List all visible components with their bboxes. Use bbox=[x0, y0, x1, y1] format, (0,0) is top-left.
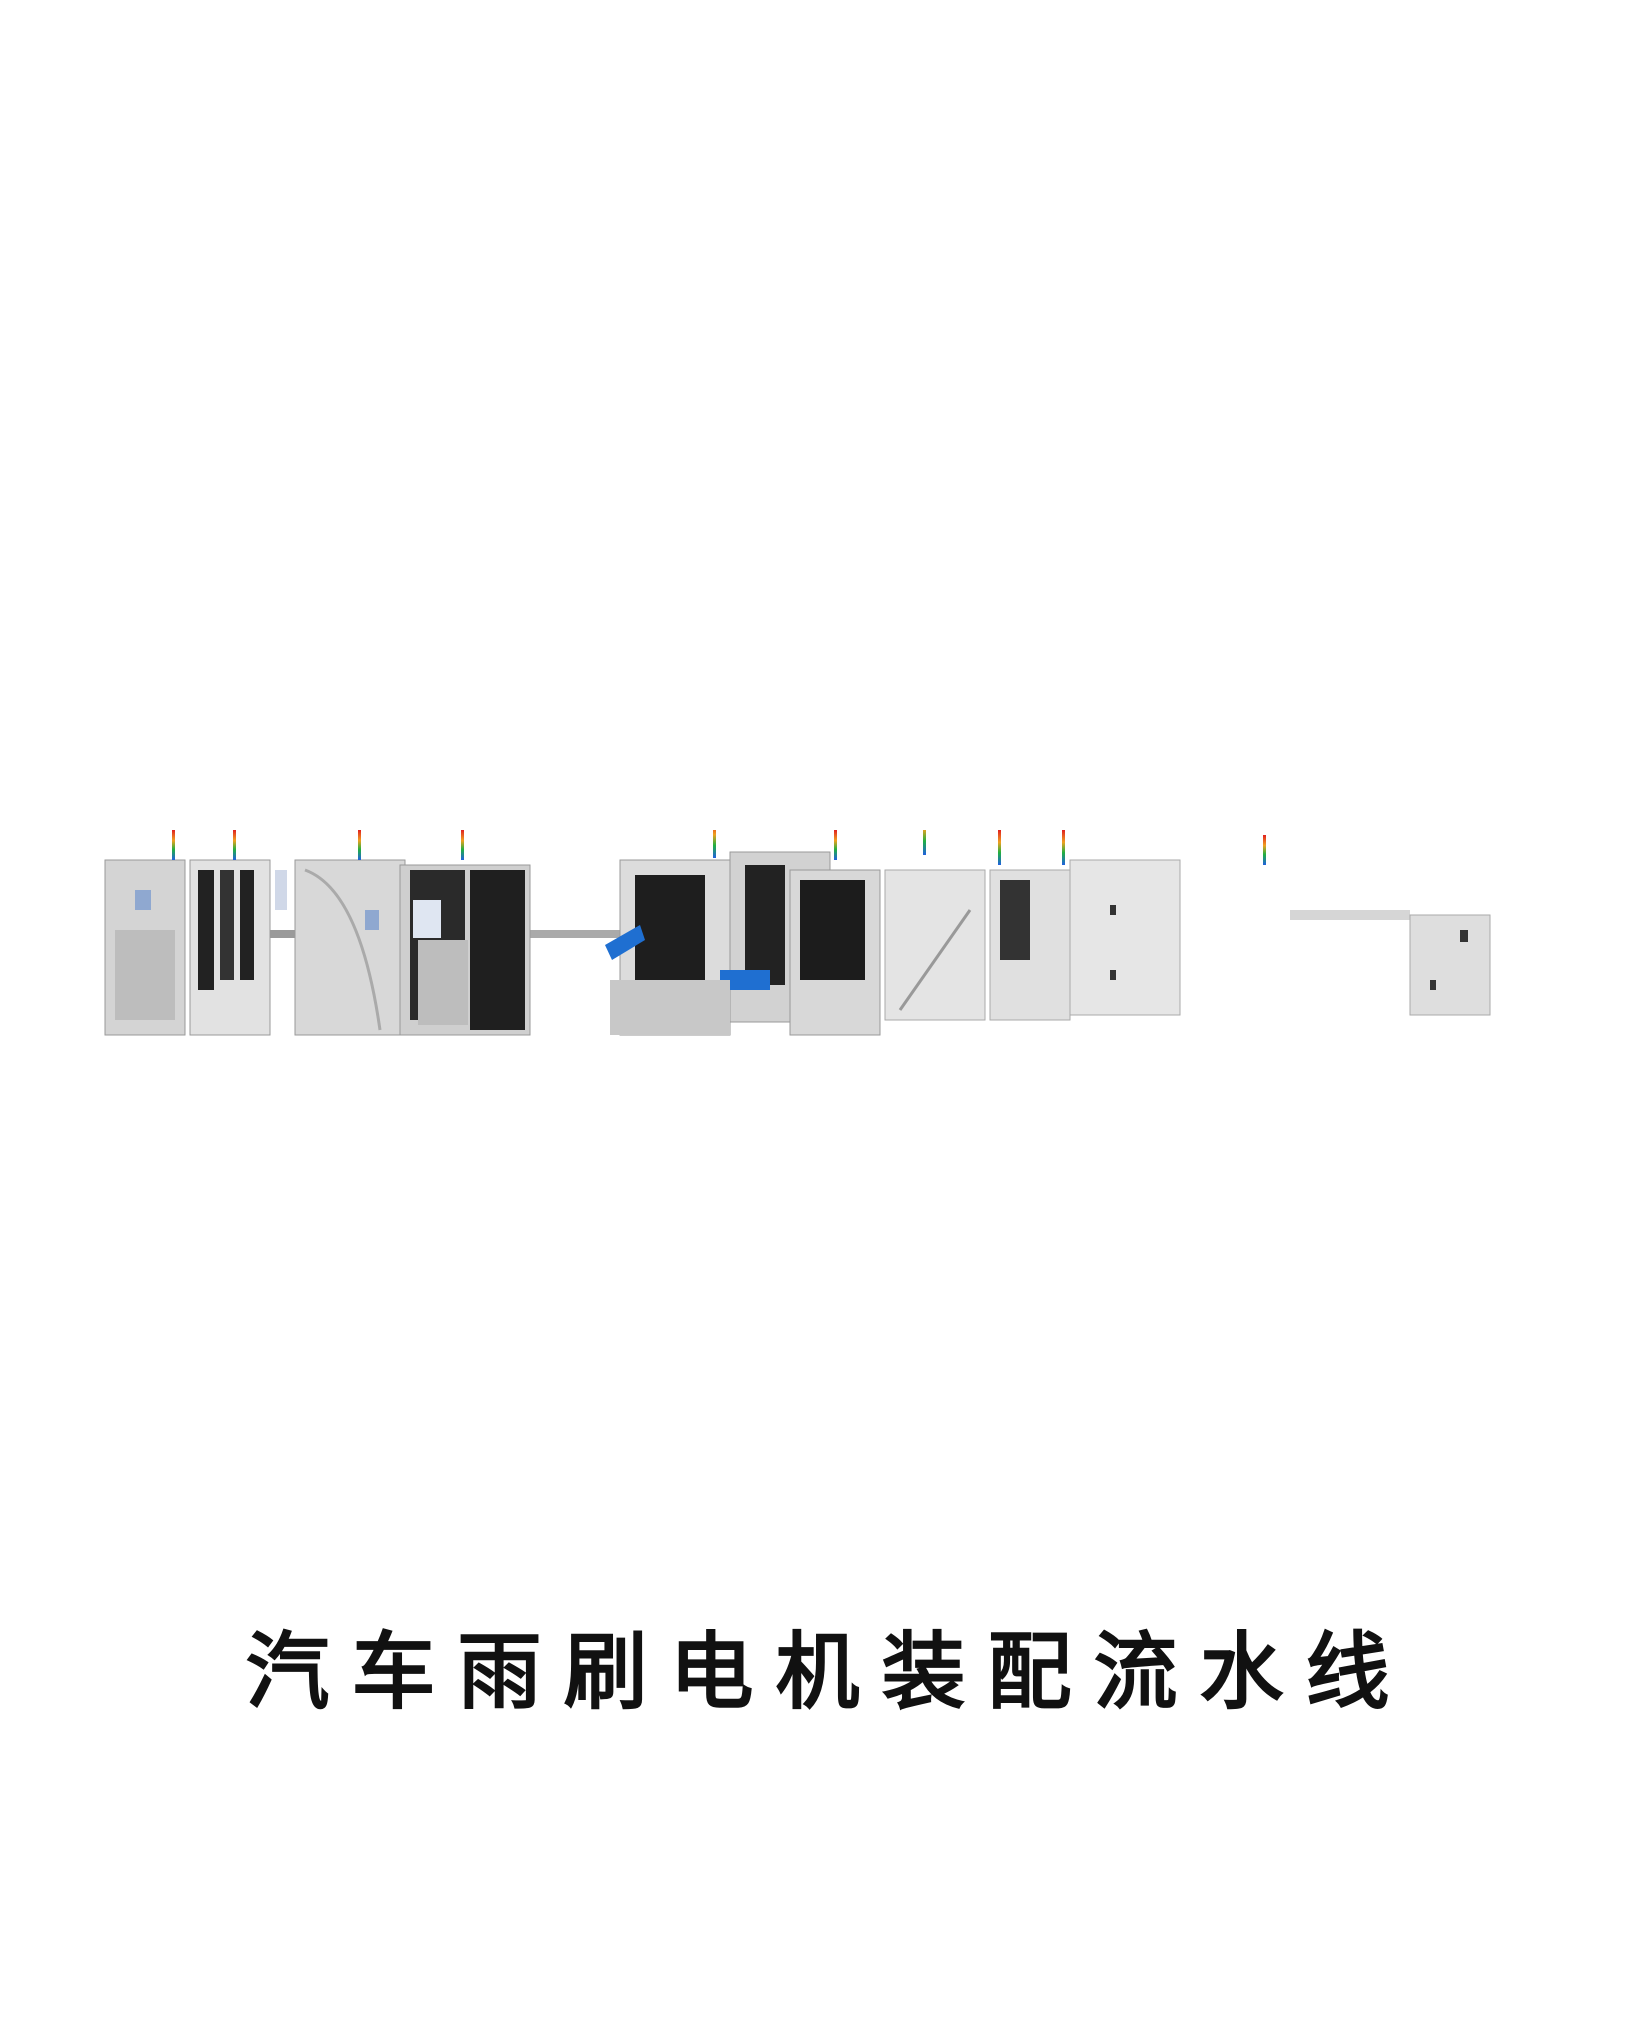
station-3 bbox=[605, 851, 881, 1036]
assembly-line-image bbox=[104, 830, 1491, 1036]
station-2 bbox=[294, 859, 531, 1036]
station-4 bbox=[884, 859, 1181, 1021]
caption-title: 汽车雨刷电机装配流水线 bbox=[245, 1623, 1412, 1721]
station-1 bbox=[104, 859, 287, 1036]
signal-tower-lamps bbox=[172, 830, 1266, 865]
control-cabinet bbox=[1409, 914, 1491, 1016]
